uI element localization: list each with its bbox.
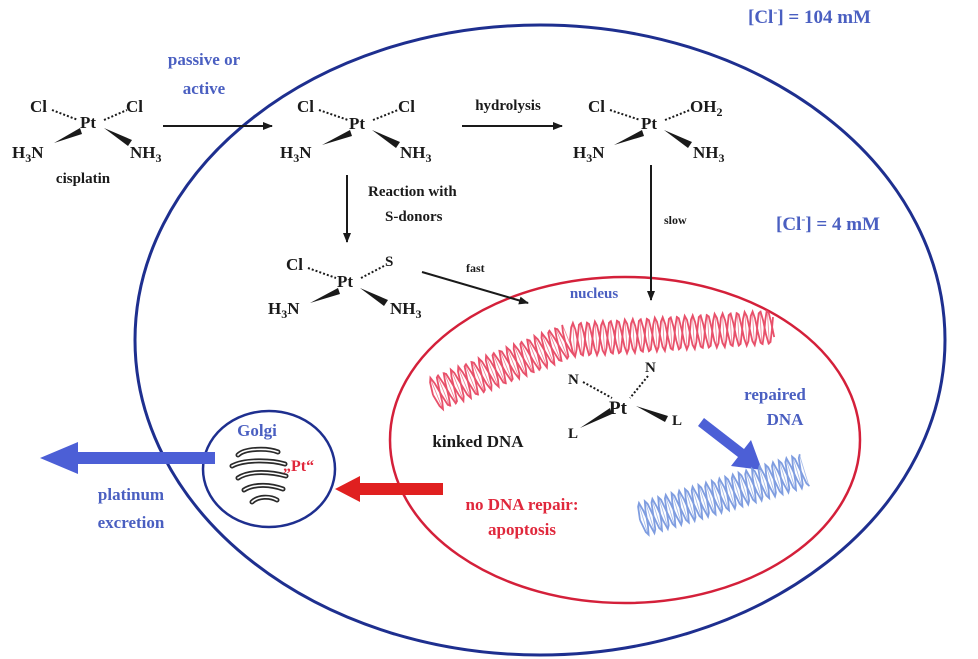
chloride-outside-label: [Cl-] = 104 mM (748, 5, 871, 28)
svg-text:Pt: Pt (337, 272, 353, 291)
excretion-label-line1: platinum (98, 485, 164, 504)
svg-text:H3N: H3N (12, 143, 44, 165)
molecule-dna-adduct: N N Pt L L (568, 360, 682, 442)
svg-text:N: N (568, 372, 579, 388)
svg-text:H3N: H3N (280, 143, 312, 165)
svg-text:S: S (385, 254, 393, 270)
golgi-label: Golgi (237, 421, 277, 440)
svg-text:NH3: NH3 (130, 143, 162, 165)
nucleus-membrane (388, 275, 862, 605)
svg-text:Cl: Cl (286, 255, 303, 274)
uptake-label-line2: active (183, 79, 226, 98)
repair-arrow (698, 418, 762, 470)
golgi-membrane (201, 409, 337, 529)
svg-text:Cl: Cl (126, 97, 143, 116)
s-donor-label-line2: S-donors (385, 209, 443, 225)
svg-text:Pt: Pt (641, 114, 657, 133)
molecule-s-complex: Cl Pt S H3N NH3 (268, 254, 422, 321)
chloride-inside-label: [Cl-] = 4 mM (776, 212, 880, 235)
svg-text:Cl: Cl (588, 97, 605, 116)
repaired-dna-label-line2: DNA (767, 410, 805, 429)
svg-text:N: N (645, 360, 656, 376)
svg-text:Pt: Pt (80, 113, 96, 132)
svg-text:NH3: NH3 (400, 143, 432, 165)
svg-text:Pt: Pt (609, 398, 628, 419)
fast-arrow (421, 271, 529, 305)
svg-text:L: L (672, 413, 682, 429)
cisplatin-name: cisplatin (56, 171, 111, 187)
hydrolysis-label: hydrolysis (475, 98, 541, 114)
molecule-aqua-complex: Cl Pt OH2 H3N NH3 (573, 97, 725, 165)
golgi-highlight (231, 448, 287, 503)
no-repair-label-line2: apoptosis (488, 520, 556, 539)
cell-membrane (133, 23, 947, 657)
golgi-stack-icon (229, 446, 289, 505)
s-donor-label-line1: Reaction with (368, 184, 457, 200)
nucleus-label: nucleus (570, 286, 619, 302)
svg-text:L: L (568, 426, 578, 442)
svg-text:Cl: Cl (398, 97, 415, 116)
excretion-label-line2: excretion (98, 513, 165, 532)
svg-text:NH3: NH3 (693, 143, 725, 165)
svg-text:OH2: OH2 (690, 97, 722, 119)
molecule-cisplatin-inside: Cl Pt Cl H3N NH3 (280, 97, 432, 165)
svg-text:NH3: NH3 (390, 299, 422, 321)
uptake-label-line1: passive or (168, 50, 241, 69)
svg-text:Pt: Pt (349, 114, 365, 133)
svg-text:H3N: H3N (573, 143, 605, 165)
repaired-dna-label-line1: repaired (744, 385, 806, 404)
kinked-dna-label: kinked DNA (432, 432, 524, 451)
no-repair-label-line1: no DNA repair: (465, 495, 578, 514)
kinked-dna-helix (429, 308, 776, 412)
svg-text:Cl: Cl (297, 97, 314, 116)
molecule-cisplatin-outside: Cl Pt Cl H3N NH3 cisplatin (12, 97, 162, 187)
excretion-arrow (40, 442, 215, 474)
repaired-dna-helix (637, 453, 811, 537)
slow-label: slow (664, 213, 687, 227)
svg-text:Cl: Cl (30, 97, 47, 116)
apoptosis-arrow (335, 476, 443, 502)
golgi-pt-label: „Pt“ (283, 458, 314, 475)
svg-text:H3N: H3N (268, 299, 300, 321)
fast-label: fast (466, 261, 485, 275)
